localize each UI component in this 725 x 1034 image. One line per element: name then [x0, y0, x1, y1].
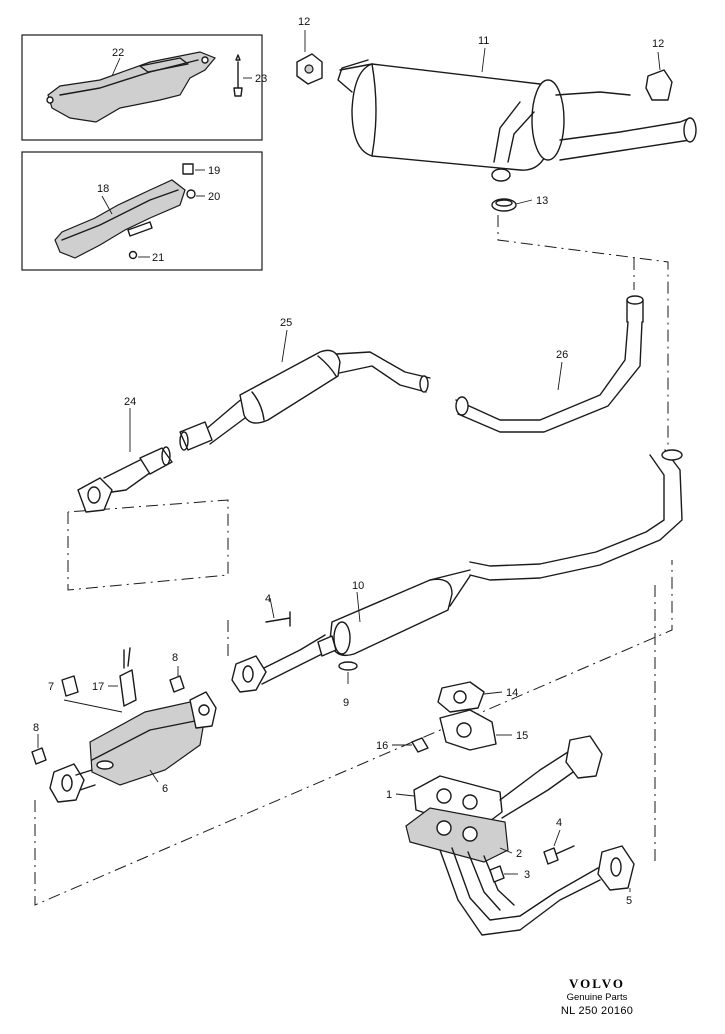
callout-19: 19 [208, 165, 220, 177]
exhaust-manifold-assembly [392, 681, 635, 936]
callout-11: 11 [478, 35, 489, 47]
callout-7: 7 [48, 681, 54, 693]
callout-21: 21 [152, 252, 164, 264]
callout-4-lower: 4 [556, 817, 562, 829]
callout-8-lower: 8 [33, 722, 39, 734]
callout-13: 13 [536, 195, 548, 207]
callout-15: 15 [516, 730, 528, 742]
callout-10: 10 [352, 580, 364, 592]
inset-box-heat-shield-lower [21, 151, 263, 271]
front-pipe-section [77, 408, 173, 513]
callout-25: 25 [280, 317, 292, 329]
callout-23: 23 [255, 73, 267, 85]
middle-silencer [231, 449, 683, 693]
callout-12-right: 12 [652, 38, 664, 50]
callout-5: 5 [626, 895, 632, 907]
footer-brand-block: VOLVO Genuine Parts NL 250 20160 [552, 976, 642, 1018]
genuine-parts-label: Genuine Parts [566, 992, 628, 1003]
diagram-code: NL 250 20160 [560, 1005, 634, 1017]
callout-9: 9 [343, 697, 349, 709]
callout-18: 18 [97, 183, 109, 195]
intermediate-pipe [179, 295, 644, 451]
callout-3: 3 [524, 869, 530, 881]
catalytic-converter [31, 647, 217, 803]
callout-8-upper: 8 [172, 652, 178, 664]
callout-4-upper: 4 [265, 593, 271, 605]
callout-17: 17 [92, 681, 104, 693]
callout-22: 22 [112, 47, 124, 59]
callout-1: 1 [386, 789, 392, 801]
callout-26: 26 [556, 349, 568, 361]
inset-box-heat-shield-upper [21, 34, 263, 141]
assembly-guide-lines [34, 215, 673, 906]
volvo-logo: VOLVO [569, 976, 625, 991]
callout-12-left: 12 [298, 16, 310, 28]
callout-2: 2 [516, 848, 522, 860]
callout-6: 6 [162, 783, 168, 795]
callout-16: 16 [376, 740, 388, 752]
callout-20: 20 [208, 191, 220, 203]
callout-14: 14 [506, 687, 518, 699]
rear-silencer [296, 30, 697, 212]
callout-24: 24 [124, 396, 136, 408]
